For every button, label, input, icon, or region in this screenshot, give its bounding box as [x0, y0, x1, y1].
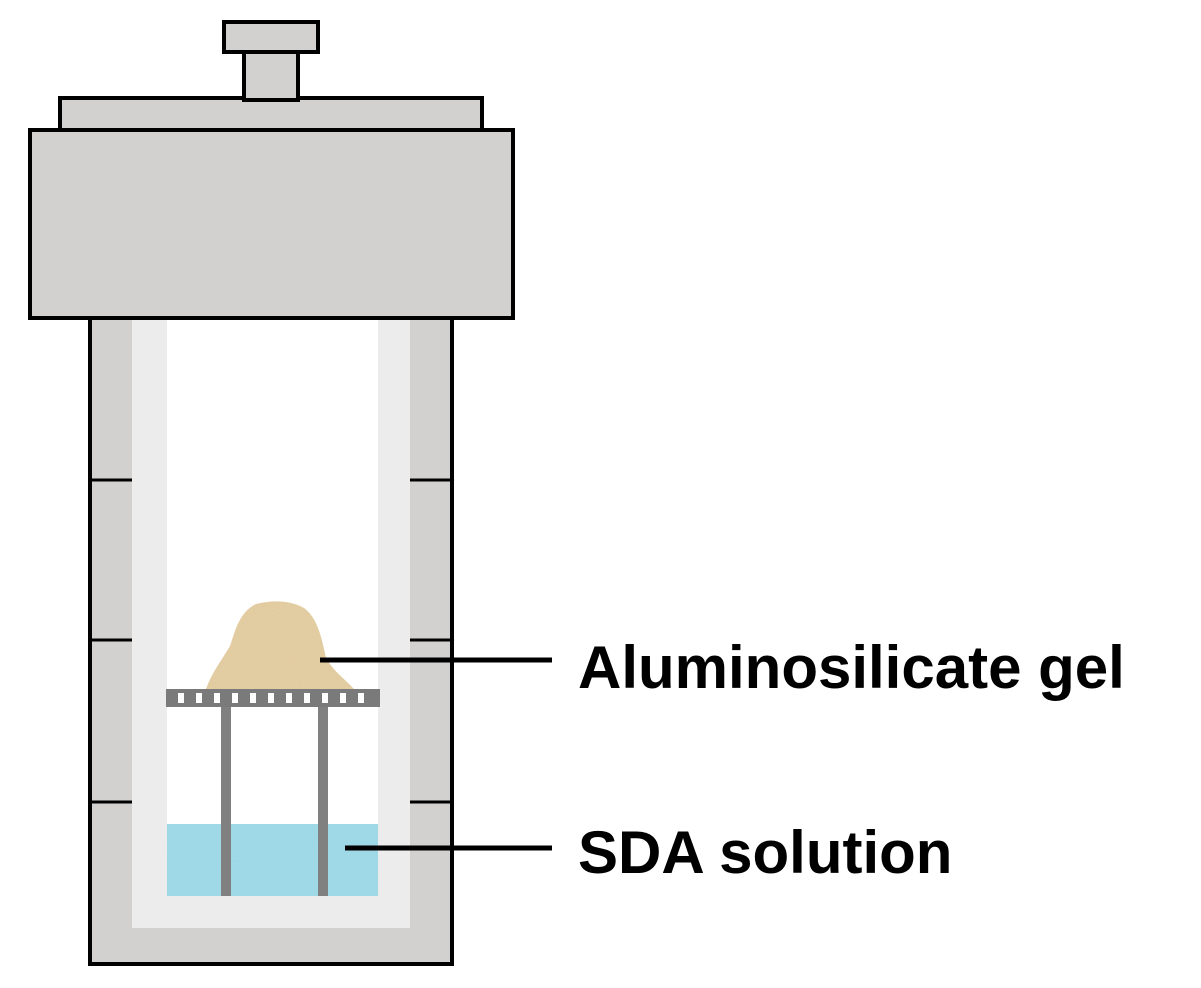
- body-segment-marks: [90, 478, 452, 804]
- screw-stem: [242, 50, 300, 102]
- gel-label: Aluminosilicate gel: [578, 634, 1125, 701]
- aluminosilicate-gel: [206, 601, 354, 689]
- solution-label: SDA solution: [578, 819, 952, 886]
- sda-solution: [167, 824, 378, 896]
- perforated-plate: [166, 689, 380, 707]
- lid-cap: [58, 96, 484, 132]
- support-leg-left: [221, 706, 231, 896]
- screw-knob: [222, 20, 320, 54]
- support-leg-right: [318, 706, 328, 896]
- autoclave-lid: [28, 128, 515, 320]
